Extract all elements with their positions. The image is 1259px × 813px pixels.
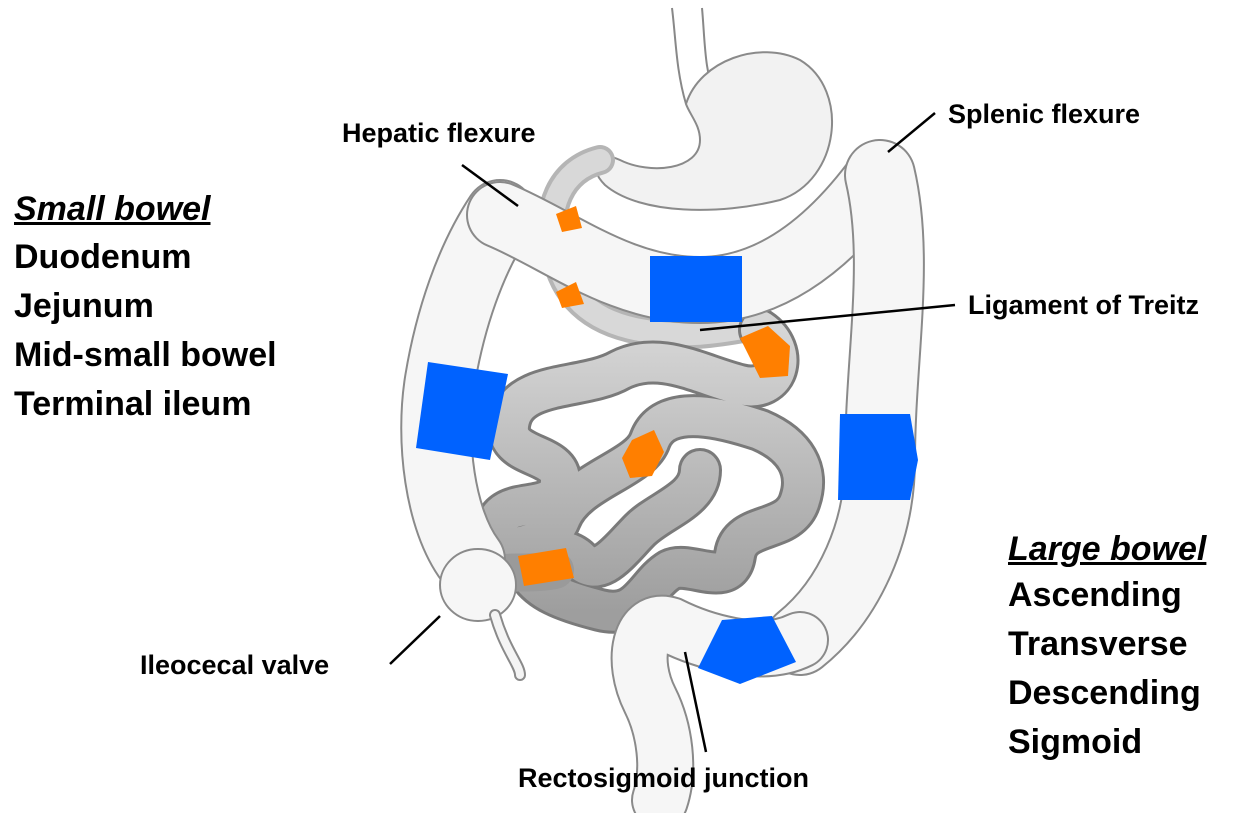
label-ileocecal-valve: Ileocecal valve xyxy=(140,650,329,681)
marker-descending xyxy=(838,414,918,500)
large-bowel-item-sigmoid: Sigmoid xyxy=(1008,718,1206,767)
large-bowel-item-ascending: Ascending xyxy=(1008,571,1206,620)
small-bowel-list: Small bowel Duodenum Jejunum Mid-small b… xyxy=(14,190,277,429)
large-bowel-item-transverse: Transverse xyxy=(1008,620,1206,669)
stomach xyxy=(596,52,832,210)
label-ligament-of-treitz: Ligament of Treitz xyxy=(968,290,1199,321)
label-splenic-flexure: Splenic flexure xyxy=(948,99,1140,130)
leader-splenic-flexure xyxy=(888,113,935,152)
label-hepatic-flexure: Hepatic flexure xyxy=(342,118,536,149)
label-rectosigmoid-junction: Rectosigmoid junction xyxy=(518,763,809,794)
small-bowel-item-duodenum: Duodenum xyxy=(14,233,277,282)
large-bowel-item-descending: Descending xyxy=(1008,669,1206,718)
large-bowel-heading: Large bowel xyxy=(1008,530,1206,569)
marker-transverse xyxy=(650,256,742,322)
small-bowel-item-mid-small-bowel: Mid-small bowel xyxy=(14,331,277,380)
small-bowel-heading: Small bowel xyxy=(14,190,277,229)
large-bowel-list: Large bowel Ascending Transverse Descend… xyxy=(1008,530,1206,767)
leader-ileocecal-valve xyxy=(390,616,440,664)
small-bowel-item-terminal-ileum: Terminal ileum xyxy=(14,380,277,429)
small-bowel-item-jejunum: Jejunum xyxy=(14,282,277,331)
